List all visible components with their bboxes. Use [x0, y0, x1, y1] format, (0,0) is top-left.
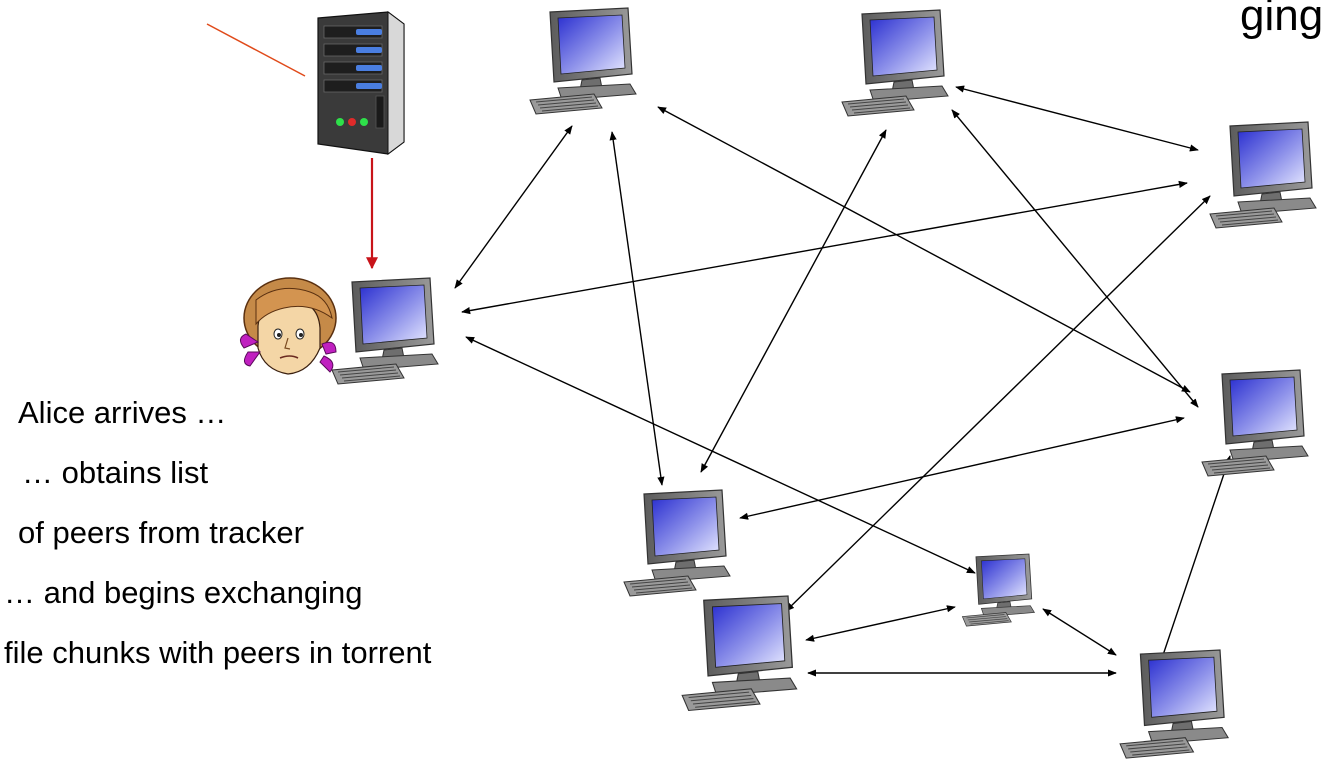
- connection-pc3-pc6: [785, 195, 1211, 612]
- desktop-computer-icon: [1201, 369, 1309, 477]
- desktop-computer-icon: [331, 277, 439, 385]
- connection-pc1-pc5: [609, 131, 665, 486]
- caption-line: … and begins exchanging: [4, 575, 363, 610]
- connection-pc2-pc5: [700, 129, 887, 473]
- connection-pc2-pc3: [955, 85, 1199, 152]
- desktop-computer-icon: [1119, 649, 1229, 759]
- desktop-computer-icon: [1209, 121, 1317, 229]
- alice-avatar: [240, 277, 337, 375]
- caption-line: … obtains list: [22, 455, 209, 490]
- connection-pc5-pc4: [739, 416, 1185, 520]
- connection-pc4-pc7: [1157, 455, 1231, 671]
- connection-pc1-pc4: [657, 106, 1191, 393]
- desktop-computer-icon: [841, 9, 949, 117]
- caption-line: file chunks with peers in torrent: [4, 635, 432, 670]
- connection-alice-pc3: [461, 180, 1188, 315]
- desktop-computer-icon: [529, 7, 637, 115]
- clipped-title-text: ging: [1240, 0, 1324, 40]
- caption-line: of peers from tracker: [18, 515, 304, 550]
- connection-pc6-pc9: [805, 605, 956, 642]
- connection-alice-pc1: [454, 125, 573, 289]
- connection-pc9-pc7: [1042, 608, 1117, 656]
- server-icon: [317, 11, 405, 155]
- desktop-computer-icon: [623, 489, 731, 597]
- connection-pc2-pc4: [951, 109, 1199, 408]
- peer-connections: [454, 85, 1231, 677]
- tracker-link-line: [206, 23, 306, 77]
- caption-line: Alice arrives …: [18, 395, 227, 430]
- desktop-computer-icon: [681, 595, 798, 712]
- desktop-computer-icon: [961, 553, 1035, 627]
